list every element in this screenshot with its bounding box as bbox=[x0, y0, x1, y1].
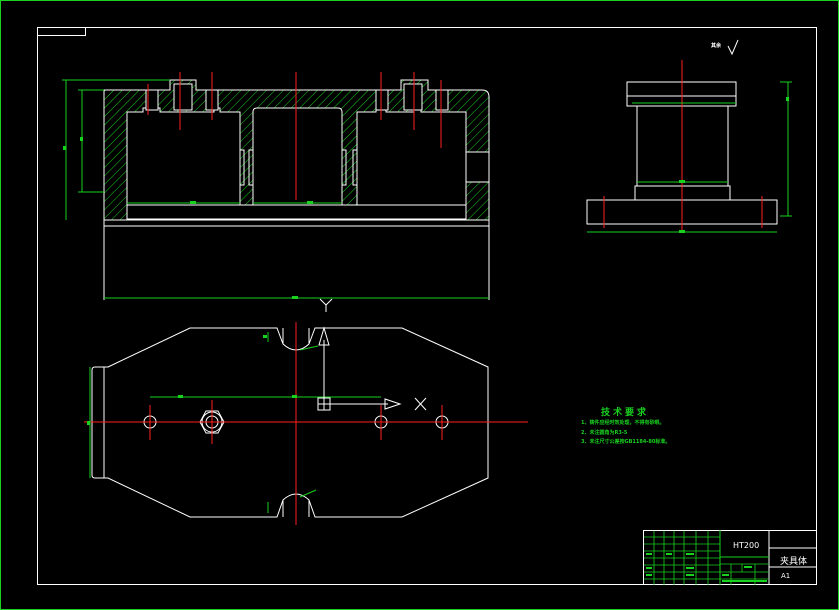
front-section-view bbox=[62, 72, 490, 300]
title-block-part-name: 夹具体 bbox=[780, 557, 808, 567]
roughness-symbol bbox=[727, 39, 739, 56]
roughness-label: 其余 bbox=[711, 43, 722, 49]
side-view bbox=[586, 60, 792, 233]
tech-requirement-item-2: 2、未注圆角为R3-5 bbox=[581, 430, 628, 436]
title-block bbox=[643, 530, 817, 585]
title-block-scale: A1 bbox=[781, 572, 791, 580]
tech-requirement-item-1: 1、铸件应经时效处理，不得有砂眼。 bbox=[581, 420, 665, 426]
top-view bbox=[84, 298, 528, 525]
ucs-axes bbox=[317, 298, 427, 411]
tech-requirements-title: 技术要求 bbox=[601, 408, 650, 418]
tech-requirement-item-3: 3、未注尺寸公差按GB1184-80标准。 bbox=[581, 439, 671, 445]
title-block-material: HT200 bbox=[733, 541, 760, 550]
top-view-outline bbox=[91, 327, 489, 518]
